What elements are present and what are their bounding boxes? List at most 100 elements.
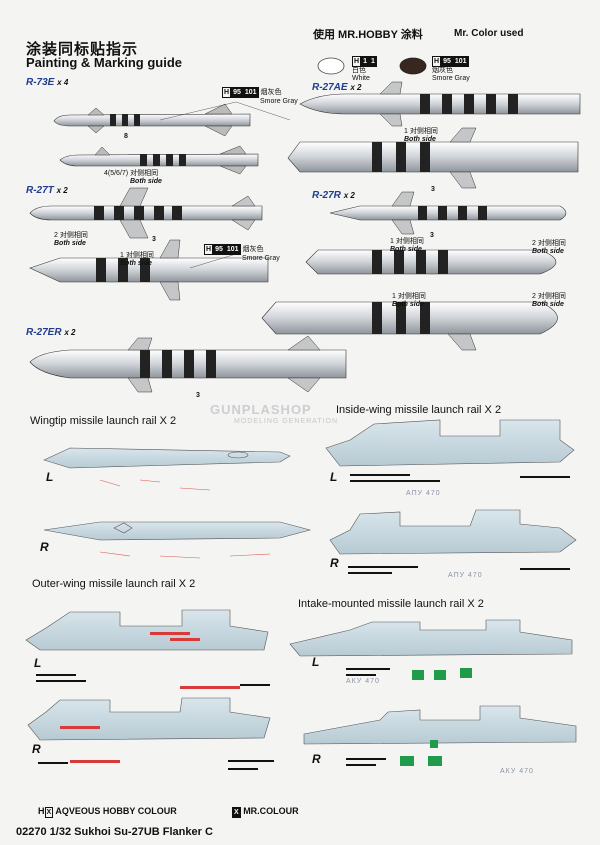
callout-2-r27t-en: Both side — [54, 240, 86, 247]
legend-x-box: X — [232, 807, 241, 818]
smoke-note-2-x: 101 — [224, 244, 241, 255]
missile-r73-second — [59, 145, 259, 175]
section-wingtip: Wingtip missile launch rail X 2 — [30, 415, 177, 427]
label-r27ae: R-27AE x 2 — [312, 82, 361, 93]
smoke-note-1-code: 95 — [231, 87, 243, 98]
watermark-sub: MODELING GENERATION — [234, 418, 339, 425]
callout-1-er-num: 1 — [392, 293, 396, 300]
label-intake-l: L — [312, 655, 320, 669]
stencil-apu-1: АПУ 470 — [406, 490, 441, 497]
callout-ae-num: 1 — [404, 128, 408, 135]
section-outer: Outer-wing missile launch rail X 2 — [32, 578, 196, 590]
paint-white-x: 1 — [368, 56, 377, 67]
callout-2-er-cn: 对侧相同 — [537, 293, 566, 300]
legend-h-prefix: H — [38, 806, 45, 816]
smoke-note-1-h: H — [222, 87, 232, 98]
footer-name: Sukhoi Su-27UB Flanker C — [74, 826, 213, 838]
missile-r27t — [29, 187, 263, 239]
section-intake: Intake-mounted missile launch rail X 2 — [298, 598, 484, 610]
label-r73e-qty: x 4 — [57, 78, 69, 87]
paint-brand-en: Mr. Color used — [454, 28, 524, 39]
callout-3-r27t: 3 — [152, 236, 156, 243]
callout-2-r27r-num: 2 — [532, 240, 536, 247]
missile-r27ae — [299, 81, 581, 127]
missile-r27er-right — [261, 301, 558, 351]
callout-1-r27t-en: Both side — [120, 260, 152, 267]
callout-1-r27r-cn: 对侧相同 — [395, 238, 424, 245]
callout-3-r27r: 3 — [430, 232, 434, 239]
outer-rail-right — [27, 697, 274, 770]
missile-r27ae-big — [287, 127, 579, 189]
title-chinese: 涂装同标贴指示 — [26, 41, 139, 58]
label-r73e: R-73E x 4 — [26, 77, 68, 88]
callout-8: 8 — [124, 133, 128, 140]
callout-2-r27t-num: 2 — [54, 232, 58, 239]
footer-code: 02270 — [16, 826, 47, 838]
callout-1-r27t-num: 1 — [120, 252, 124, 259]
paint-smoke-x: 101 — [452, 56, 469, 67]
smoke-note-2-cn: 烟灰色 — [242, 246, 264, 253]
callout-4-num: 4(5/6/7) — [104, 170, 129, 177]
paint-brand-cn: 使用 MR.HOBBY 涂料 — [313, 29, 423, 41]
callout-1-r27r-en: Both side — [390, 246, 422, 253]
callout-1-er-en: Both side — [392, 301, 424, 308]
callout-2-r27t-cn: 对侧相同 — [59, 232, 88, 239]
title-english: Painting & Marking guide — [26, 55, 183, 70]
label-r27er: R-27ER x 2 — [26, 327, 75, 338]
paint-smoke-num: 95 — [441, 56, 453, 67]
label-r27er-qty: x 2 — [64, 328, 76, 337]
label-r27r-qty: x 2 — [343, 191, 355, 200]
label-wingtip-l: L — [46, 470, 54, 484]
label-intake-r: R — [312, 752, 321, 766]
section-inside: Inside-wing missile launch rail X 2 — [336, 404, 502, 416]
callout-3-er: 3 — [196, 392, 200, 399]
label-r27t-name: R-27T — [26, 185, 54, 196]
missile-r27r — [329, 191, 567, 235]
label-inside-l: L — [330, 470, 338, 484]
paint-white-cn: 白色 — [352, 67, 366, 74]
callout-1-r27r-num: 1 — [390, 238, 394, 245]
callout-4-cn: 对侧相同 — [130, 170, 159, 177]
paint-white-num: 1 — [361, 56, 369, 67]
label-inside-r: R — [330, 556, 339, 570]
inside-rail-left — [325, 419, 575, 482]
paint-smoke-cn: 烟灰色 — [432, 67, 453, 74]
label-r27er-name: R-27ER — [26, 327, 62, 338]
footer-scale: 1/32 — [49, 826, 72, 838]
smoke-note-2-en: Smore Gray — [242, 255, 280, 262]
label-r27t: R-27T x 2 — [26, 185, 68, 196]
legend-h-box: X — [44, 807, 54, 818]
callout-1-er-cn: 对侧相同 — [397, 293, 426, 300]
label-r27r: R-27R x 2 — [312, 190, 355, 201]
smoke-note-2-code: 95 — [213, 244, 225, 255]
callout-2-er-en: Both side — [532, 301, 564, 308]
label-r73e-name: R-73E — [26, 77, 55, 88]
paint-tin-smoke — [399, 57, 427, 75]
smoke-note-2-h: H — [204, 244, 214, 255]
callout-2-r27r-cn: 对侧相同 — [537, 240, 566, 247]
intake-rail-right — [303, 705, 577, 766]
paint-white-h: H — [352, 56, 362, 67]
legend-mrcolour-text: MR.COLOUR — [243, 806, 299, 816]
stencil-apu-2: АПУ 470 — [448, 572, 483, 579]
label-outer-r: R — [32, 742, 41, 756]
outer-rail-left — [25, 609, 270, 689]
missile-r27t-big — [29, 239, 269, 301]
label-wingtip-r: R — [40, 540, 49, 554]
inside-rail-right — [329, 509, 577, 574]
intake-rail-left — [289, 619, 573, 680]
missile-r27er — [29, 335, 347, 393]
footer: 02270 1/32 Sukhoi Su-27UB Flanker C — [16, 826, 213, 838]
smoke-note-1-en: Smore Gray — [260, 98, 298, 105]
